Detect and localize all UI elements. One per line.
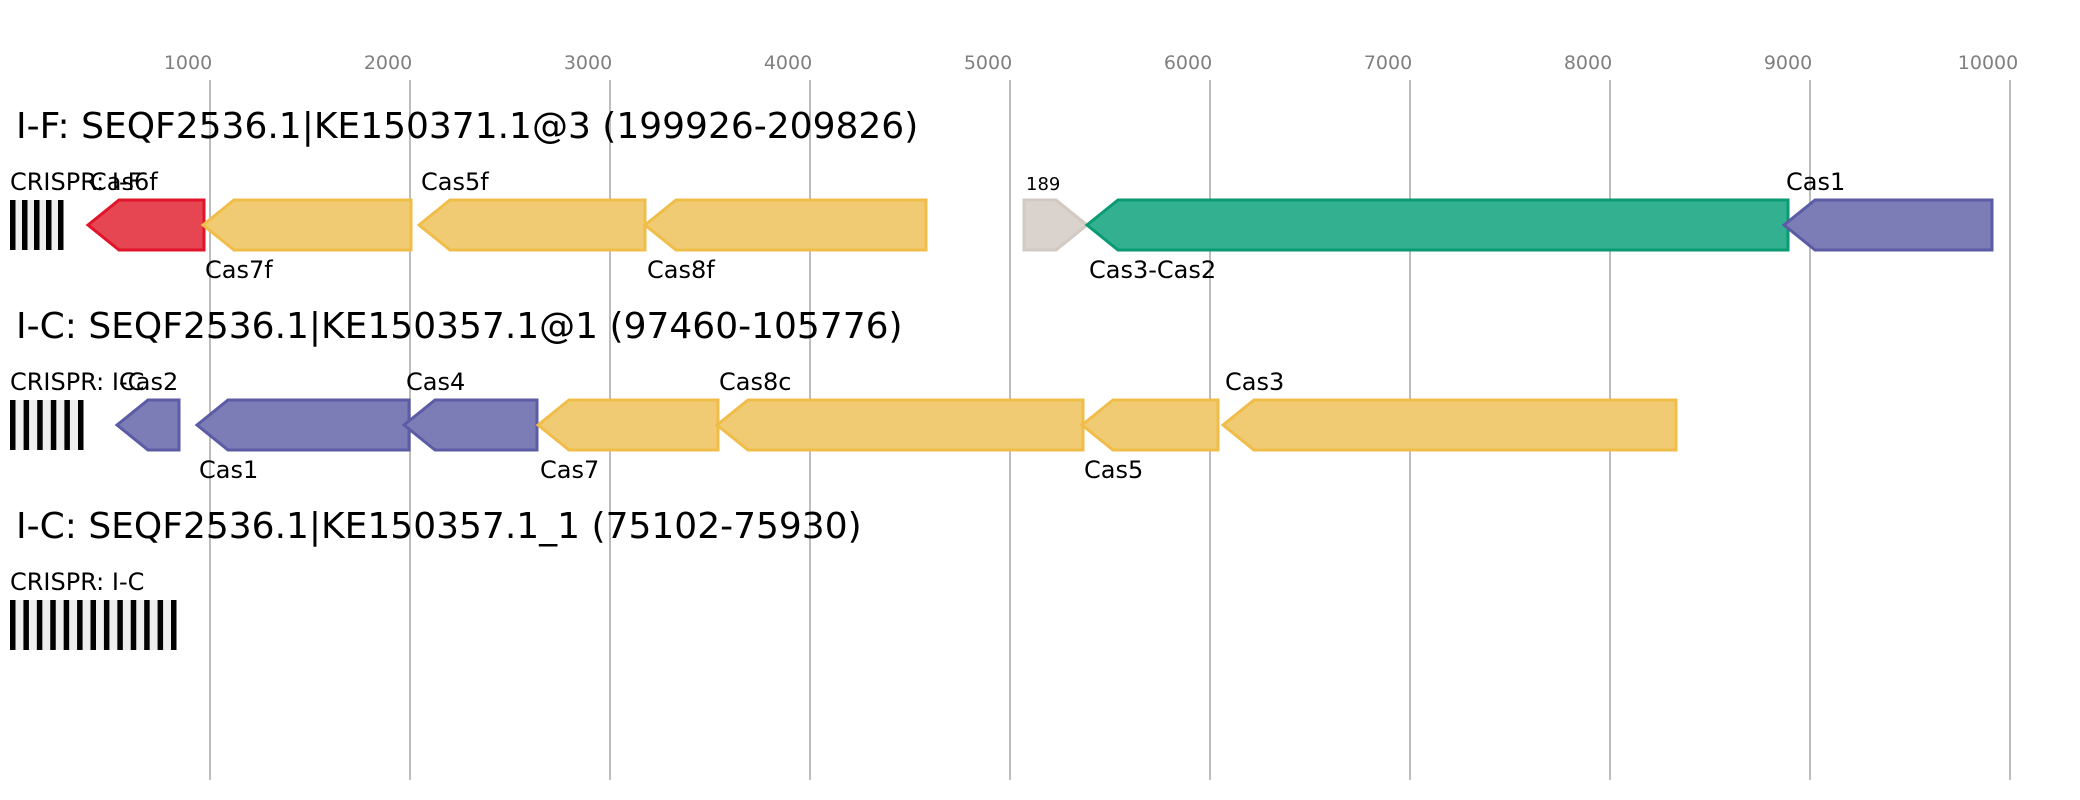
gene-arrow[interactable]	[194, 398, 411, 452]
locus: I-F: SEQF2536.1|KE150371.1@3 (199926-209…	[10, 106, 1994, 284]
tick-label: 6000	[1164, 52, 1212, 74]
crispr-label: CRISPR: I-C	[10, 568, 144, 596]
gene-label: Cas8f	[647, 256, 715, 284]
gene-label: Cas2	[119, 368, 178, 396]
crispr-repeat	[64, 400, 70, 450]
gene-label: Cas8c	[719, 368, 791, 396]
gene-arrow[interactable]	[401, 398, 539, 452]
locus: I-C: SEQF2536.1|KE150357.1_1 (75102-7593…	[10, 506, 862, 650]
gene-arrow[interactable]	[85, 198, 206, 252]
crispr-array[interactable]: CRISPR: I-F	[10, 168, 141, 250]
gene-label: Cas4	[406, 368, 465, 396]
gene-label: Cas3-Cas2	[1089, 256, 1216, 284]
crispr-background	[10, 400, 83, 450]
crispr-repeat	[10, 400, 16, 450]
crispr-repeat	[77, 600, 83, 650]
gene-cas2[interactable]: Cas2	[114, 368, 181, 452]
gene-cas5f[interactable]: Cas5f	[416, 168, 647, 252]
crispr-repeat	[78, 400, 84, 450]
gene-arrow[interactable]	[416, 198, 647, 252]
crispr-repeat	[37, 400, 43, 450]
crispr-repeat	[34, 200, 40, 250]
gene-cas5[interactable]: Cas5	[1079, 398, 1220, 484]
locus-title: I-F: SEQF2536.1|KE150371.1@3 (199926-209…	[16, 106, 918, 147]
crispr-repeat	[130, 600, 137, 650]
gene-arrow[interactable]	[1079, 398, 1220, 452]
gene-arrow[interactable]	[1220, 398, 1678, 452]
gene-189[interactable]: 189	[1022, 174, 1090, 252]
crispr-repeat	[90, 600, 96, 650]
loci: I-F: SEQF2536.1|KE150371.1@3 (199926-209…	[10, 106, 1994, 650]
tick-label: 7000	[1364, 52, 1412, 74]
gene-label: 189	[1026, 174, 1060, 195]
gene-cas8f[interactable]: Cas8f	[642, 198, 928, 284]
gene-arrow[interactable]	[1022, 198, 1090, 252]
gene-cas1[interactable]: Cas1	[194, 398, 411, 484]
gene-arrow[interactable]	[714, 398, 1085, 452]
tick-label: 2000	[364, 52, 412, 74]
tick-label: 3000	[564, 52, 612, 74]
tick-label: 8000	[1564, 52, 1612, 74]
crispr-repeat	[103, 600, 110, 650]
gene-label: Cas7f	[205, 256, 273, 284]
crispr-label: CRISPR: I-C	[10, 368, 144, 396]
gene-label: Cas7	[540, 456, 599, 484]
crispr-repeat	[144, 600, 150, 650]
crispr-repeat	[36, 600, 43, 650]
crispr-repeat	[50, 600, 56, 650]
gene-cas8c[interactable]: Cas8c	[714, 368, 1085, 452]
tick-label: 5000	[964, 52, 1012, 74]
gene-cas4[interactable]: Cas4	[401, 368, 539, 452]
locus: I-C: SEQF2536.1|KE150357.1@1 (97460-1057…	[10, 306, 1678, 484]
crispr-array[interactable]: CRISPR: I-C	[10, 368, 144, 450]
crispr-repeat	[22, 200, 28, 250]
crispr-repeat	[63, 600, 70, 650]
gene-label: Cas6f	[90, 168, 158, 196]
crispr-array[interactable]: CRISPR: I-C	[10, 568, 177, 650]
gene-label: Cas1	[199, 456, 258, 484]
crispr-repeat	[58, 200, 64, 250]
gene-label: Cas3	[1225, 368, 1284, 396]
gene-label: Cas5f	[421, 168, 489, 196]
gene-cas3[interactable]: Cas3	[1220, 368, 1678, 452]
tick-label: 4000	[764, 52, 812, 74]
gene-arrow[interactable]	[200, 198, 413, 252]
crispr-repeat	[23, 400, 30, 450]
tick-label: 9000	[1764, 52, 1812, 74]
crispr-repeat	[10, 200, 16, 250]
gene-cas6f[interactable]: Cas6f	[85, 168, 206, 252]
locus-title: I-C: SEQF2536.1|KE150357.1@1 (97460-1057…	[16, 306, 903, 347]
locus-title: I-C: SEQF2536.1|KE150357.1_1 (75102-7593…	[16, 506, 862, 547]
crispr-repeat	[157, 600, 164, 650]
gene-label: Cas5	[1084, 456, 1143, 484]
crispr-repeat	[10, 600, 16, 650]
crispr-repeat	[171, 600, 177, 650]
gene-arrow[interactable]	[535, 398, 720, 452]
gene-cas1[interactable]: Cas1	[1781, 168, 1994, 252]
crispr-repeat	[50, 400, 57, 450]
crispr-repeat	[46, 200, 52, 250]
crispr-label: CRISPR: I-F	[10, 168, 141, 196]
gene-cas7[interactable]: Cas7	[535, 398, 720, 484]
crispr-repeat	[117, 600, 123, 650]
tick-label: 1000	[164, 52, 212, 74]
gene-arrow[interactable]	[642, 198, 928, 252]
gene-arrow[interactable]	[1781, 198, 1994, 252]
gene-cas3-cas2[interactable]: Cas3-Cas2	[1084, 198, 1790, 284]
gene-cas7f[interactable]: Cas7f	[200, 198, 413, 284]
gene-arrow[interactable]	[114, 398, 181, 452]
gene-arrow[interactable]	[1084, 198, 1790, 252]
tick-label: 10000	[1958, 52, 2018, 74]
crispr-repeat	[23, 600, 29, 650]
gene-label: Cas1	[1786, 168, 1845, 196]
